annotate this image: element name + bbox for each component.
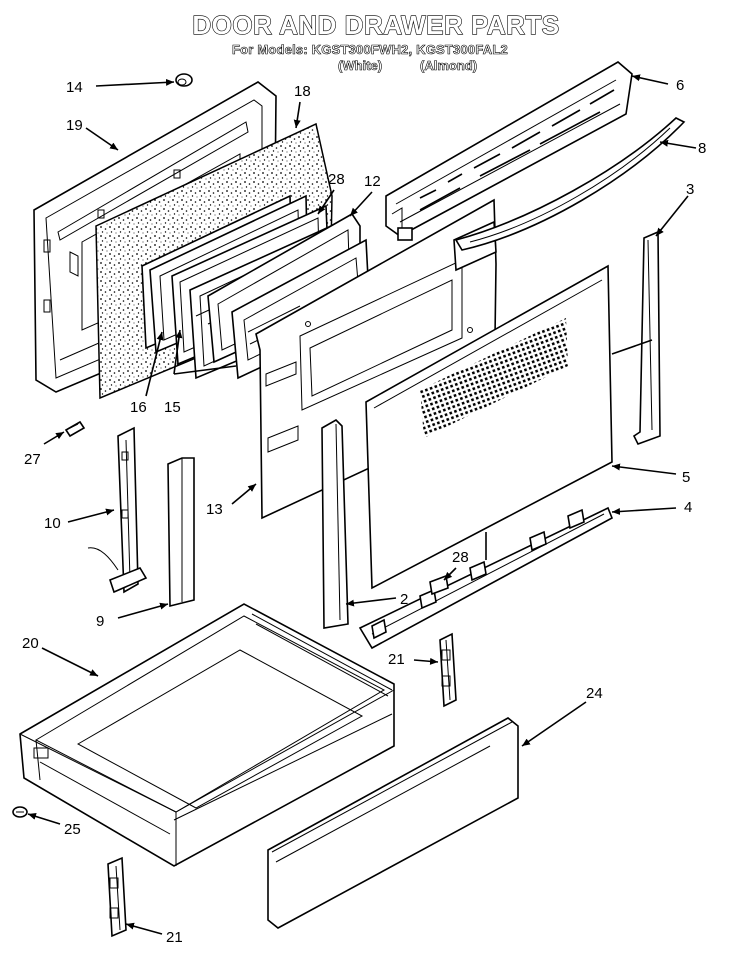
- part-21-drawer-slide-upper: [439, 632, 457, 708]
- callout-28-upper: 28: [328, 171, 345, 188]
- part-4-bottom-trim: [358, 506, 614, 650]
- callout-20: 20: [22, 635, 39, 652]
- part-28-clip-lower: [429, 574, 449, 596]
- page-title: DOOR AND DRAWER PARTS: [192, 9, 560, 40]
- part-20-drawer: [19, 603, 395, 867]
- models-line: For Models: KGST300FWH2, KGST300FAL2: [232, 42, 508, 58]
- part-5-outer-door-panel: [365, 264, 613, 590]
- callout-13: 13: [206, 501, 223, 518]
- part-8-door-handle: [454, 117, 686, 251]
- part-6-control-panel: [385, 61, 633, 241]
- callout-27: 27: [24, 451, 41, 468]
- callout-5: 5: [682, 469, 690, 486]
- callout-12: 12: [364, 173, 381, 190]
- part-2-door-trim-center: [321, 419, 349, 629]
- callout-15: 15: [164, 399, 181, 416]
- part-25-screw: [12, 806, 28, 818]
- part-21-drawer-slide-lower: [107, 856, 127, 938]
- part-24-drawer-front: [267, 717, 519, 929]
- leader-lines: [27, 74, 697, 935]
- part-9-door-trim-left: [167, 457, 195, 608]
- callout-10: 10: [44, 515, 61, 532]
- callout-4: 4: [684, 499, 692, 516]
- callout-25: 25: [64, 821, 81, 838]
- callout-16: 16: [130, 399, 147, 416]
- part-14-bumper: [175, 73, 193, 87]
- variant-almond: (Almond): [420, 58, 478, 74]
- callout-14: 14: [66, 79, 83, 96]
- callout-2: 2: [400, 591, 408, 608]
- part-10-left-hinge: [87, 426, 148, 594]
- callout-6: 6: [676, 77, 684, 94]
- callout-24: 24: [586, 685, 603, 702]
- callout-18: 18: [294, 83, 311, 100]
- callout-28-lower: 28: [452, 549, 469, 566]
- callout-19: 19: [66, 117, 83, 134]
- callout-21-lower: 21: [166, 929, 183, 946]
- part-27-bracket: [64, 420, 86, 438]
- callout-labels: 14 18 19 6 8 3 28 12 16 15 27 5 4 13 10 …: [22, 77, 706, 946]
- callout-21-upper: 21: [388, 651, 405, 668]
- callout-9: 9: [96, 613, 104, 630]
- callout-8: 8: [698, 140, 706, 157]
- callout-3: 3: [686, 181, 694, 198]
- part-3-side-trim-right: [632, 230, 661, 445]
- variant-white: (White): [338, 58, 383, 74]
